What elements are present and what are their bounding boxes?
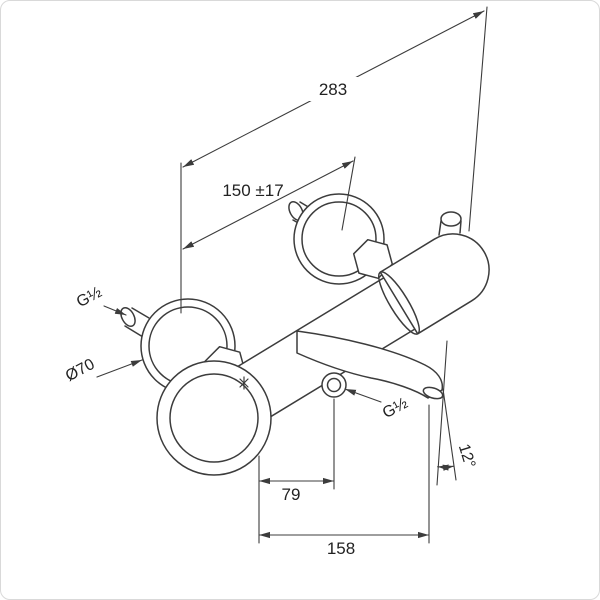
spout-outlet: [422, 386, 444, 400]
right-wall-connection: [288, 193, 394, 285]
extension-line-right: [468, 6, 488, 232]
label-left-thread: G½: [74, 284, 105, 311]
left-nipple-icon: [120, 306, 136, 328]
shower-hose-outlet: [321, 372, 347, 398]
dimension-angle-12: [436, 340, 457, 486]
dimension-158: [258, 404, 430, 544]
label-escutcheon-diameter: Ø70: [63, 356, 98, 385]
label-spout-angle: 12°: [455, 442, 478, 470]
label-spout-projection: 158: [327, 539, 355, 558]
dimension-lines: [96, 6, 488, 544]
label-overall-width: 283: [319, 80, 347, 99]
right-handle: [378, 211, 490, 335]
dimension-150: [182, 160, 354, 250]
handle-marking-icon: [239, 376, 249, 390]
leader-diameter: [96, 359, 143, 378]
label-outlet-offset: 79: [282, 485, 301, 504]
dimension-283: [182, 10, 485, 168]
leader-bottom-thread: [344, 388, 382, 403]
leader-left-thread: [103, 305, 127, 316]
label-bottom-thread: G½: [380, 395, 411, 422]
handle-button: [440, 211, 462, 227]
dimension-79: [258, 398, 335, 544]
spout: [296, 330, 444, 400]
mixer-faucet-drawing: [120, 193, 490, 476]
left-handle: [156, 360, 272, 476]
label-connection-distance: 150 ±17: [222, 181, 283, 200]
